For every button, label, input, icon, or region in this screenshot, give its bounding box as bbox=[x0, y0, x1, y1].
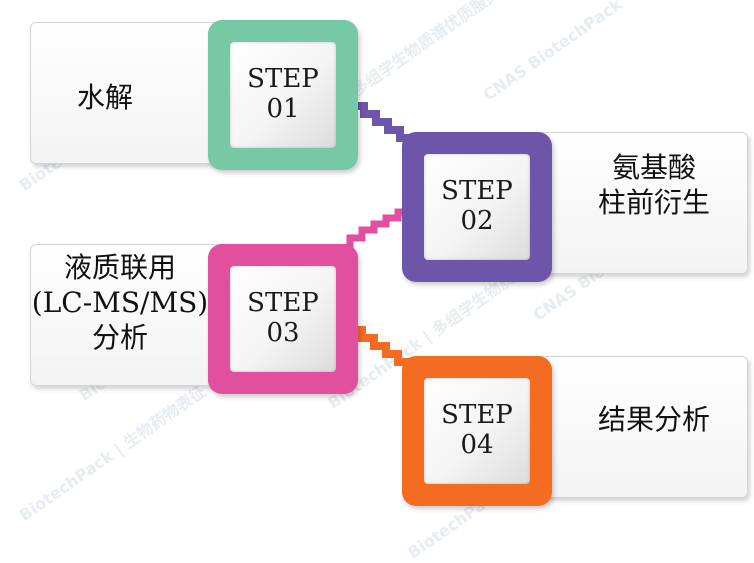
step-04-number: 04 bbox=[460, 430, 494, 460]
step-04-label: STEP bbox=[441, 400, 513, 431]
step-02-inner: STEP 02 bbox=[424, 154, 530, 260]
step3-description: 液质联用 (LC-MS/MS) 分析 bbox=[31, 251, 209, 354]
step-04-box: STEP 04 bbox=[402, 356, 552, 506]
step-01-label: STEP bbox=[247, 64, 319, 95]
step2-description: 氨基酸 柱前衍生 bbox=[597, 151, 710, 219]
step2-card bbox=[536, 132, 748, 274]
step-04-inner: STEP 04 bbox=[424, 378, 530, 484]
step4-description: 结果分析 bbox=[597, 403, 710, 436]
step1-description: 水解 bbox=[76, 81, 133, 114]
step-03-inner: STEP 03 bbox=[230, 266, 336, 372]
step-02-label: STEP bbox=[441, 176, 513, 207]
step-03-number: 03 bbox=[266, 318, 300, 348]
step-01-number: 01 bbox=[266, 94, 300, 124]
step-03-label: STEP bbox=[247, 288, 319, 319]
step-02-number: 02 bbox=[460, 206, 494, 236]
step4-card bbox=[536, 356, 748, 498]
step-02-box: STEP 02 bbox=[402, 132, 552, 282]
step-01-box: STEP 01 bbox=[208, 20, 358, 170]
step-03-box: STEP 03 bbox=[208, 244, 358, 394]
step-01-inner: STEP 01 bbox=[230, 42, 336, 148]
